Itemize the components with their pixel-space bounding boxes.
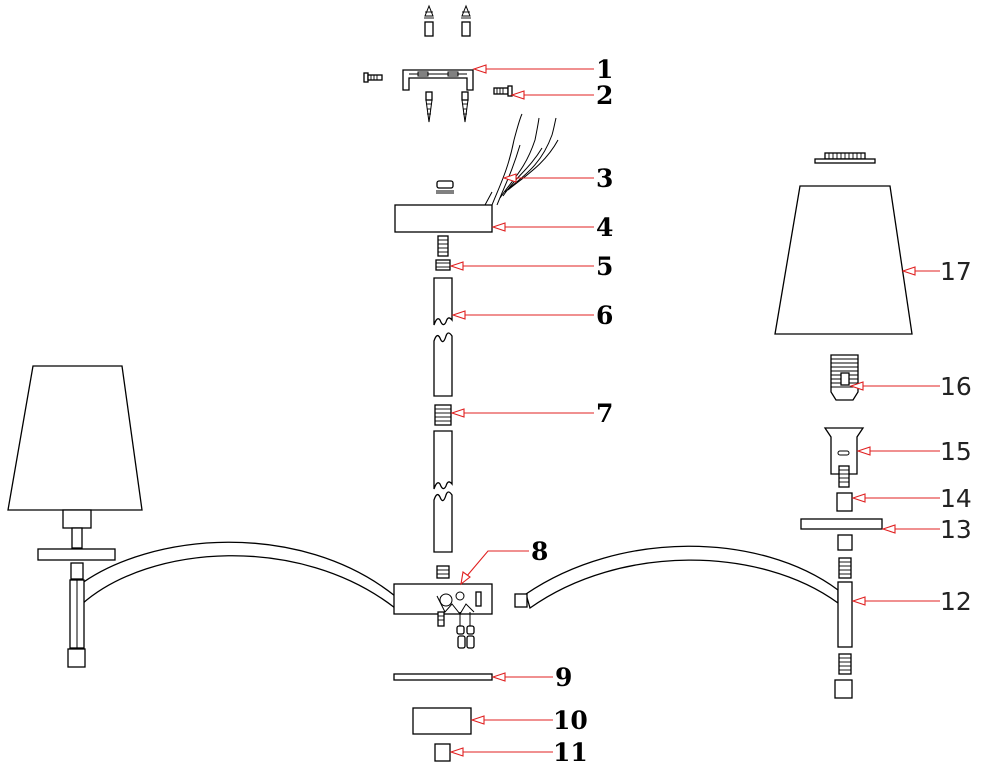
wood-screw <box>425 91 433 123</box>
callout-number: 2 <box>596 81 613 110</box>
callout-number: 8 <box>531 537 548 566</box>
callout-5: 5 <box>449 252 613 281</box>
callout-12: 12 <box>851 587 972 616</box>
callout-number: 13 <box>940 515 972 544</box>
part-15-lamp-socket <box>823 427 865 488</box>
callout-number: 6 <box>596 301 613 330</box>
callout-number: 11 <box>553 738 588 767</box>
terminal-block <box>436 180 454 194</box>
part-7-rod-coupling <box>434 404 452 426</box>
callout-11: 11 <box>449 738 588 767</box>
part-13-bobeche <box>800 518 883 530</box>
callout-number: 1 <box>596 55 613 84</box>
callout-8: 8 <box>460 537 548 586</box>
part-11-finial <box>434 743 451 762</box>
wood-screw <box>461 91 469 123</box>
part-9-bottom-plate <box>393 673 493 681</box>
callout-number: 10 <box>553 706 588 735</box>
part-10-bottom-cover <box>412 707 472 735</box>
callout-2: 2 <box>510 81 613 110</box>
callout-10: 10 <box>470 706 588 735</box>
callout-15: 15 <box>856 437 972 466</box>
callout-number: 4 <box>596 213 613 242</box>
callout-13: 13 <box>881 515 972 544</box>
part-17-lampshade-group <box>774 152 913 335</box>
callout-number: 15 <box>940 437 972 466</box>
right-arm <box>514 545 839 610</box>
callout-number: 14 <box>940 484 972 513</box>
part-1-mounting-bracket <box>402 69 474 91</box>
callout-6: 6 <box>451 301 613 330</box>
callout-9: 9 <box>491 663 572 692</box>
part-6-extension-rod <box>433 277 453 397</box>
callout-1: 1 <box>472 55 613 84</box>
callout-number: 3 <box>596 164 613 193</box>
hub-nipple <box>436 565 450 579</box>
part-17-lampshade <box>774 185 913 335</box>
part-12-arm-tube <box>837 581 853 648</box>
part-5-threaded-nipple <box>435 235 451 271</box>
callouts: 1 2 3 4 5 6 7 <box>449 55 972 767</box>
left-assembled-lamp <box>7 365 143 668</box>
callout-3: 3 <box>502 164 613 193</box>
callout-number: 12 <box>940 587 972 616</box>
arm-bottom-nipple <box>838 653 852 675</box>
spacer-ring <box>837 534 853 551</box>
left-socket <box>62 509 92 529</box>
callout-16: 16 <box>849 372 972 401</box>
part-14-socket-cup <box>836 492 853 512</box>
wood-screw <box>461 4 471 37</box>
top-wood-screws <box>424 4 471 37</box>
part-16-shade-ring <box>830 354 859 401</box>
callout-number: 7 <box>596 399 613 428</box>
callout-number: 9 <box>555 663 572 692</box>
callout-7: 7 <box>450 399 613 428</box>
left-finial <box>67 648 86 668</box>
part-2-screw <box>493 85 513 97</box>
left-arm <box>77 541 396 610</box>
lower-extension-rod <box>433 430 453 553</box>
part-3-supply-wires <box>484 113 559 206</box>
right-finial <box>834 679 853 699</box>
callout-number: 17 <box>940 257 972 286</box>
callout-4: 4 <box>491 213 613 242</box>
part-4-canopy <box>394 204 493 233</box>
callout-number: 5 <box>596 252 613 281</box>
wood-screw <box>424 4 434 37</box>
left-bobeche <box>37 548 116 561</box>
left-lampshade <box>7 365 143 511</box>
callout-17: 17 <box>901 257 972 286</box>
part-8-center-hub <box>393 583 493 649</box>
callout-14: 14 <box>851 484 972 513</box>
bottom-wood-screws <box>425 91 469 123</box>
side-machine-screw <box>363 72 383 83</box>
arm-top-nipple <box>838 557 852 579</box>
callout-number: 16 <box>940 372 972 401</box>
